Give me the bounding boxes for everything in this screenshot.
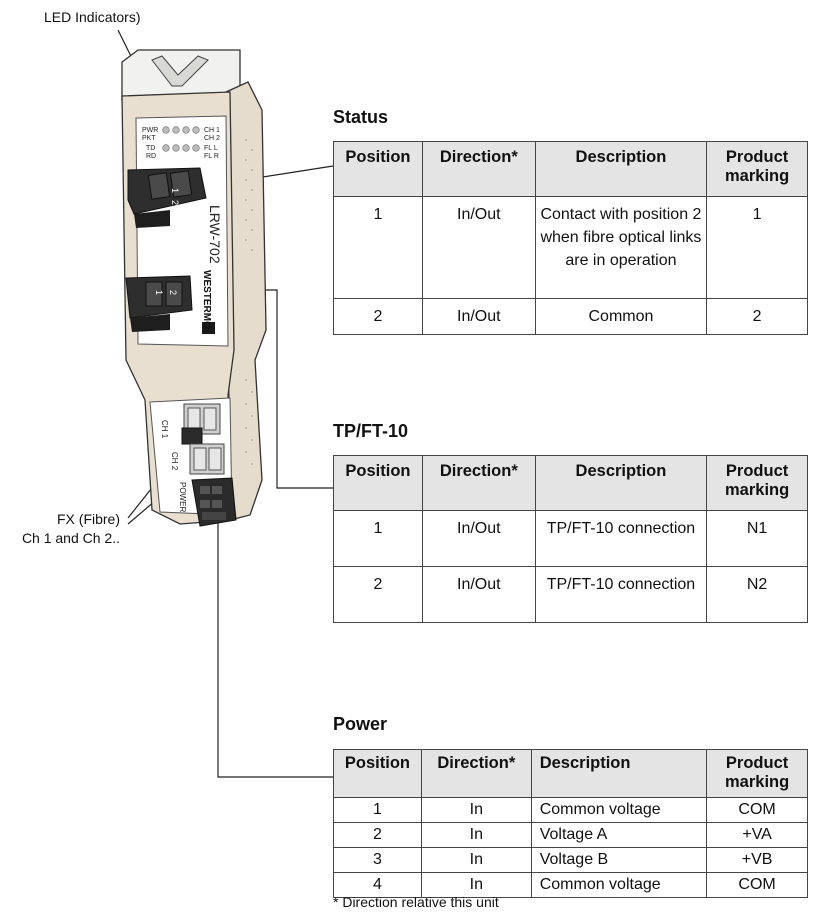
led-label-td: TD xyxy=(146,145,155,152)
status-table: Position Direction* Description Product … xyxy=(333,141,808,335)
power-row3-description: Voltage B xyxy=(530,847,708,873)
table-row: 1 In/Out Contact with position 2 when fi… xyxy=(333,196,808,299)
status-row1-direction: In/Out xyxy=(421,196,536,299)
status-row2-direction: In/Out xyxy=(421,298,536,335)
tpft-row2-description: TP/FT-10 connection xyxy=(534,566,708,623)
status-row1-position: 1 xyxy=(333,196,423,299)
status-row1-description: Contact with position 2 when fibre optic… xyxy=(534,196,708,299)
power-header-marking: Product marking xyxy=(706,749,808,798)
power-title: Power xyxy=(333,714,388,734)
led-label-ch2: CH 2 xyxy=(204,135,220,142)
tpft-row1-direction: In/Out xyxy=(421,510,536,567)
brand-label: WESTERMO xyxy=(201,270,212,329)
footnote: * Direction relative this unit xyxy=(333,894,499,910)
tpft-header-direction: Direction* xyxy=(421,455,536,511)
table-row: 3 In Voltage B +VB xyxy=(333,847,808,873)
power-row3-marking: +VB xyxy=(706,847,808,873)
status-title: Status xyxy=(333,107,389,127)
led-label-pkt: PKT xyxy=(142,135,156,142)
power-row1-marking: COM xyxy=(706,797,808,823)
led-indicators-label: LED Indicators) xyxy=(44,9,141,25)
power-row1-description: Common voltage xyxy=(530,797,708,823)
tpft-header-description: Description xyxy=(534,455,708,511)
tpft-pin-1: 1 xyxy=(154,290,164,295)
power-header-position: Position xyxy=(333,749,422,798)
led-label-ch1: CH 1 xyxy=(204,127,220,134)
led-label-pwr: PWR xyxy=(142,127,158,134)
tpft-row1-position: 1 xyxy=(333,510,423,567)
tpft-row2-marking: N2 xyxy=(706,566,808,623)
power-connector xyxy=(191,477,237,527)
port-label-ch2: CH 2 xyxy=(170,452,179,471)
power-row2-marking: +VA xyxy=(706,822,808,848)
power-table: Position Direction* Description Product … xyxy=(333,749,808,898)
power-header-description: Description xyxy=(530,749,708,798)
fibre-label-line2: Ch 1 and Ch 2.. xyxy=(21,530,120,546)
fibre-port-ch1 xyxy=(181,403,221,445)
power-header-direction: Direction* xyxy=(420,749,532,798)
table-row: 2 In/Out Common 2 xyxy=(333,298,808,335)
power-row3-direction: In xyxy=(420,847,532,873)
port-label-power: POWER xyxy=(178,482,187,512)
power-row4-marking: COM xyxy=(706,872,808,898)
model-label: LRW-702 xyxy=(207,205,223,264)
tpft-row1-marking: N1 xyxy=(706,510,808,567)
tpft-row2-direction: In/Out xyxy=(421,566,536,623)
brand-logo-icon xyxy=(202,322,215,334)
tpft-pin-2: 2 xyxy=(168,290,178,295)
status-header-marking: Product marking xyxy=(706,141,808,197)
power-row4-position: 4 xyxy=(333,872,422,898)
power-row1-direction: In xyxy=(420,797,532,823)
power-row2-position: 2 xyxy=(333,822,422,848)
status-row2-position: 2 xyxy=(333,298,423,335)
status-pin-1: 1 xyxy=(170,188,180,193)
table-row: 2 In Voltage A +VA xyxy=(333,822,808,848)
power-row4-description: Common voltage xyxy=(530,872,708,898)
tpft-table: Position Direction* Description Product … xyxy=(333,455,808,623)
vent-dots xyxy=(245,139,253,465)
tpft-header-position: Position xyxy=(333,455,423,511)
status-row1-marking: 1 xyxy=(706,196,808,299)
port-label-ch1: CH 1 xyxy=(160,420,169,439)
status-row2-description: Common xyxy=(534,298,708,335)
tpft-row1-description: TP/FT-10 connection xyxy=(534,510,708,567)
status-header-direction: Direction* xyxy=(421,141,536,197)
status-header-description: Description xyxy=(534,141,708,197)
fibre-port-ch2 xyxy=(189,443,225,475)
status-connector: 1 2 xyxy=(127,167,207,228)
table-row: 2 In/Out TP/FT-10 connection N2 xyxy=(333,566,808,623)
status-header-position: Position xyxy=(333,141,423,197)
led-label-rd: RD xyxy=(146,153,156,160)
table-row: 1 In/Out TP/FT-10 connection N1 xyxy=(333,510,808,567)
tpft-row2-position: 2 xyxy=(333,566,423,623)
power-row2-direction: In xyxy=(420,822,532,848)
power-row1-position: 1 xyxy=(333,797,422,823)
status-row2-marking: 2 xyxy=(706,298,808,335)
tpft-connector: 1 2 xyxy=(125,275,193,332)
led-array xyxy=(162,126,200,152)
housing-side xyxy=(225,81,267,521)
fibre-label-line1: FX (Fibre) xyxy=(57,511,120,527)
table-row: 1 In Common voltage COM xyxy=(333,797,808,823)
status-pin-2: 2 xyxy=(170,200,180,205)
tpft-title: TP/FT-10 xyxy=(333,421,409,441)
logo-mark-icon xyxy=(151,55,209,87)
tpft-header-marking: Product marking xyxy=(706,455,808,511)
power-row2-description: Voltage A xyxy=(530,822,708,848)
table-row: 4 In Common voltage COM xyxy=(333,872,808,898)
power-row3-position: 3 xyxy=(333,847,422,873)
led-label-flr: FL R xyxy=(204,153,219,160)
power-row4-direction: In xyxy=(420,872,532,898)
led-label-fll: FL L xyxy=(204,145,218,152)
